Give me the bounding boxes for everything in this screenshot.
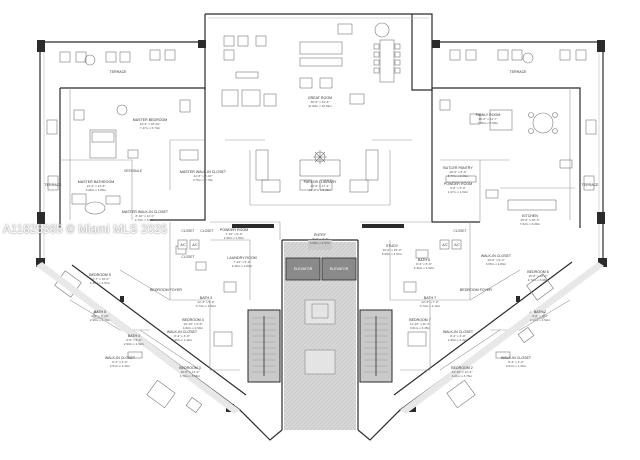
room-label-terrace-nw: TERRACE xyxy=(109,70,127,74)
furniture xyxy=(46,22,597,413)
elevator-cabs xyxy=(285,257,357,281)
tag-ac-3: A/C xyxy=(442,243,448,247)
tag-vestibule: VESTIBULE xyxy=(123,169,143,173)
tag-ac-2: A/C xyxy=(192,243,198,247)
tag-ac-1: A/C xyxy=(180,243,186,247)
room-label-terrace-ne: TERRACE xyxy=(509,70,527,74)
tag-ac-4: A/C xyxy=(454,243,460,247)
elevator-label-left: ELEVATOR xyxy=(293,267,313,271)
parlor-ornament xyxy=(313,150,327,164)
room-label-bedroom-foyer-e: BEDROOM FOYER xyxy=(460,288,492,292)
room-label-bedroom-foyer-w: BEDROOM FOYER xyxy=(150,288,182,292)
mls-watermark: A11825365 © Miami MLS 2025 xyxy=(3,224,168,236)
ac-units xyxy=(177,239,462,250)
tag-closet-2: CLOSET xyxy=(200,229,214,233)
room-label-terrace-e: TERRACE xyxy=(581,183,599,187)
tag-closet-3: CLOSET xyxy=(181,255,195,259)
elevator-label-right: ELEVATOR xyxy=(329,267,349,271)
interior-partitions xyxy=(60,88,575,371)
room-label-terrace-w: TERRACE xyxy=(44,183,62,187)
tag-closet-4: CLOSET xyxy=(453,229,467,233)
exterior-terrace-band xyxy=(36,262,604,414)
tag-closet-1: CLOSET xyxy=(181,229,195,233)
